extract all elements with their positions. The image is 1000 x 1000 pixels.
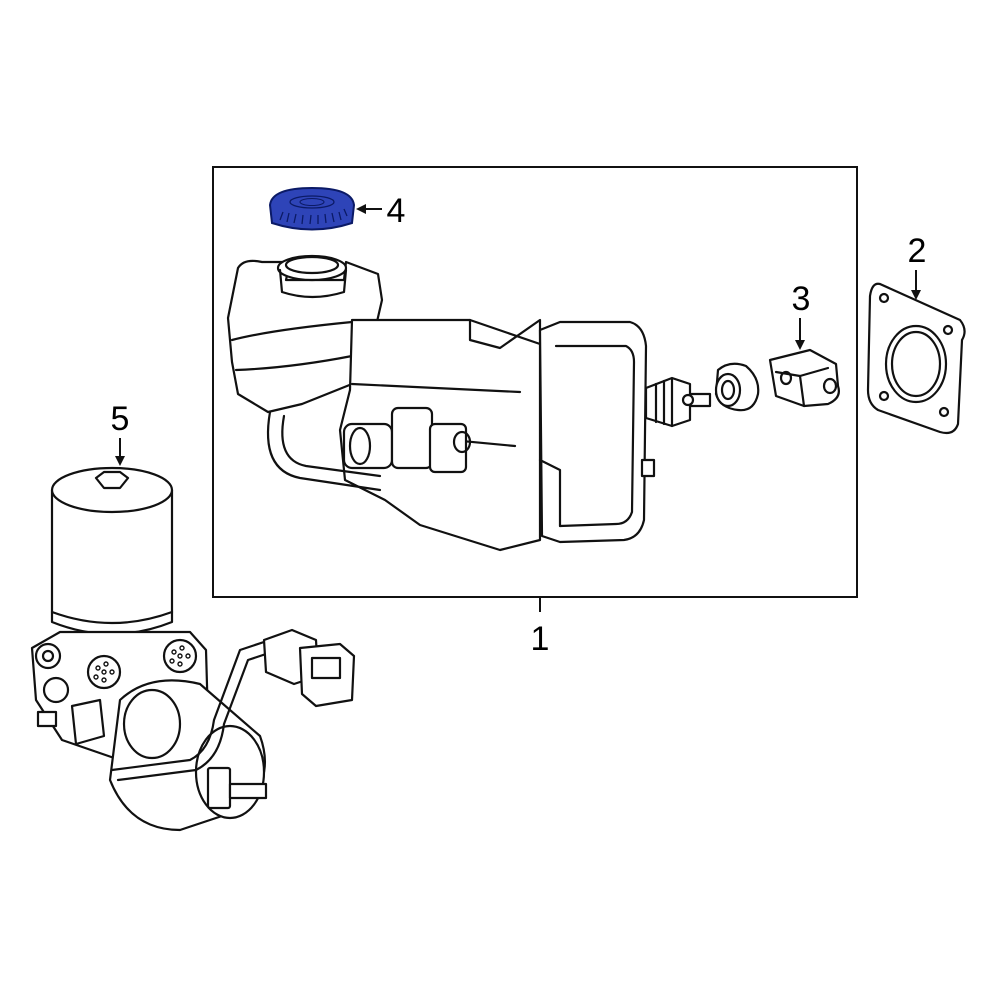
callout-3: 3 (792, 280, 811, 318)
callout-2: 2 (908, 232, 927, 270)
callout-4: 4 (387, 192, 406, 230)
brake-booster-assembly-icon[interactable] (226, 254, 712, 552)
grommet-icon (714, 362, 760, 412)
callout-4-arrowhead (356, 204, 366, 214)
clevis-icon[interactable] (768, 348, 840, 408)
callout-5-arrowhead (115, 456, 125, 466)
pump-motor-icon[interactable] (30, 466, 356, 832)
gasket-icon[interactable] (866, 282, 966, 435)
assembly-frame (212, 166, 858, 598)
reservoir-cap-icon[interactable] (268, 186, 356, 231)
callout-2-arrowhead (911, 290, 921, 300)
callout-3-arrowhead (795, 340, 805, 350)
callout-1: 1 (531, 620, 550, 658)
callout-5: 5 (111, 400, 130, 438)
